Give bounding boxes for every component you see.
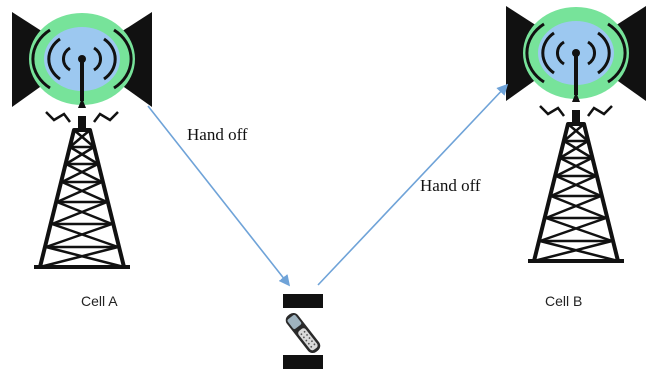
cell-tower-icon (32, 110, 132, 271)
cell-a-label: Cell A (81, 293, 118, 309)
handoff-arrow-mobile-to-b (317, 83, 509, 286)
handoff-label-1: Hand off (187, 125, 248, 144)
cell-b-tower (504, 4, 648, 265)
cell-b-label: Cell B (545, 293, 582, 309)
handoff-label-2: Hand off (420, 176, 481, 195)
antenna-icon (504, 4, 648, 104)
cell-a-tower (10, 10, 154, 271)
cell-tower-icon (526, 104, 626, 265)
antenna-icon (10, 10, 154, 110)
handoff-arrow-a-to-mobile (147, 105, 291, 287)
mobile-phone-icon (283, 294, 323, 369)
